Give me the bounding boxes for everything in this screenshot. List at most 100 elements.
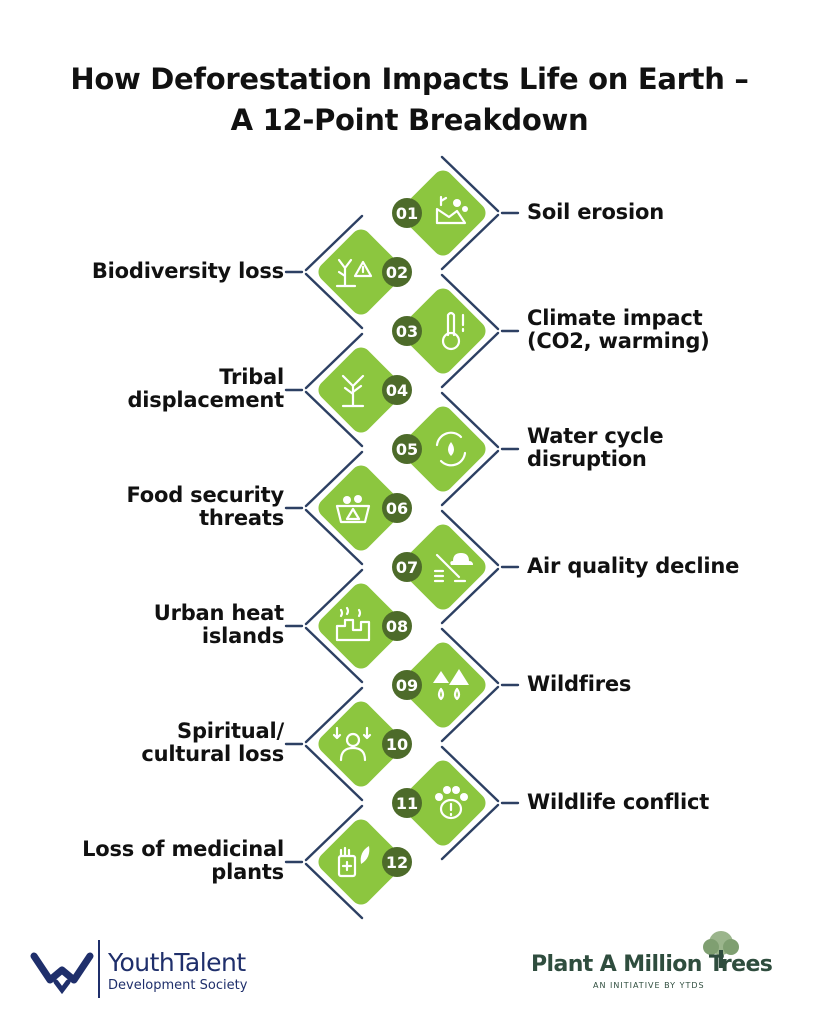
item-label-01: Soil erosion [527,199,664,224]
diamond-tile-07: 07 [392,524,486,610]
diamond-outline-bracket [304,686,364,802]
diamond-tile-01: 01 [392,170,486,256]
soil-erosion-icon [435,195,468,225]
number-label: 11 [396,794,418,813]
number-badge: 04 [382,375,412,405]
diamond-tile-10: 10 [318,701,412,787]
youthtalent-name: YouthTalent [108,948,246,977]
diamond-outline-bracket [304,804,364,920]
number-badge: 07 [392,552,422,582]
youthtalent-logo-mark [30,952,94,995]
forest-fire-icon [433,669,469,701]
youthtalent-logo: YouthTalent Development Society [30,940,290,1000]
page-title-line-2: A 12-Point Breakdown [230,103,589,137]
diamond-outline-bracket [304,450,364,566]
item-label-line: plants [211,860,284,884]
diamond-outline-bracket [304,214,364,330]
item-label-10: Spiritual/cultural loss [141,720,284,766]
item-label-line: Climate impact [527,306,703,330]
number-label: 07 [396,558,418,577]
paw-warning-icon [435,786,468,820]
city-heat-icon [335,606,371,642]
number-label: 10 [386,735,408,754]
logo-divider [98,940,100,998]
item-label-line: disruption [527,447,647,471]
diamond-tile-06: 06 [318,465,412,551]
diamond-outline-bracket [440,745,500,861]
plant-a-million-trees-logo: Plant A Million Trees AN INITIATIVE BY Y… [525,930,785,1000]
number-label: 02 [386,263,408,282]
item-label-line: displacement [127,388,284,412]
number-badge: 12 [382,847,412,877]
plant-a-million-trees-subtitle: AN INITIATIVE BY YTDS [593,981,705,990]
thermometer-globe-icon [441,311,465,351]
number-label: 06 [386,499,408,518]
item-label-09: Wildfires [527,671,632,696]
water-cycle-icon [435,431,467,467]
page-title-line-1: How Deforestation Impacts Life on Earth … [70,62,749,96]
number-label: 05 [396,440,418,459]
item-label-line: Food security [126,483,284,507]
number-label: 09 [396,676,418,695]
diamond-tile-02: 02 [318,229,412,315]
diamond-outline-bracket [440,509,500,625]
person-cultural-loss-icon [332,726,372,762]
youthtalent-subtitle: Development Society [108,978,248,993]
item-label-line: Wildlife conflict [527,789,710,814]
item-label-line: threats [199,506,284,530]
bare-tree-icon [341,374,365,408]
item-label-11: Wildlife conflict [527,789,710,814]
tree-logo-icon [703,931,739,968]
number-label: 04 [386,381,408,400]
item-label-line: Water cycle [527,424,664,448]
diamond-tile-04: 04 [318,347,412,433]
number-badge: 05 [392,434,422,464]
number-badge: 02 [382,257,412,287]
number-label: 08 [386,617,408,636]
item-label-line: Urban heat [153,601,284,625]
item-label-02: Biodiversity loss [91,258,284,283]
number-label: 12 [386,853,408,872]
diamond-tile-09: 09 [392,642,486,728]
number-badge: 08 [382,611,412,641]
diamond-outline-bracket [304,332,364,448]
item-label-line: Air quality decline [527,553,740,578]
diamond-tile-11: 11 [392,760,486,846]
diamond-outline-bracket [440,627,500,743]
item-label-07: Air quality decline [527,553,740,578]
item-label-line: islands [201,624,284,648]
diamond-tile-12: 12 [318,819,412,905]
number-badge: 03 [392,316,422,346]
item-label-line: Tribal [219,365,284,389]
item-label-line: Wildfires [527,671,632,696]
food-basket-warning-icon [335,495,371,524]
diamond-tile-05: 05 [392,406,486,492]
diamond-tile-08: 08 [318,583,412,669]
diamond-outline-bracket [440,273,500,389]
number-label: 03 [396,322,418,341]
number-badge: 09 [392,670,422,700]
item-label-line: cultural loss [141,742,284,766]
item-label-line: (CO2, warming) [527,329,710,353]
number-badge: 10 [382,729,412,759]
diamond-outline-bracket [440,155,500,271]
air-pollution-icon [433,553,473,583]
item-label-03: Climate impact(CO2, warming) [527,307,710,353]
number-badge: 01 [392,198,422,228]
dead-plant-warning-icon [335,258,373,288]
medicine-bottle-icon [337,846,370,878]
diamond-outline-bracket [304,568,364,684]
item-label-line: Biodiversity loss [91,258,284,283]
item-label-line: Soil erosion [527,199,664,224]
number-badge: 11 [392,788,422,818]
plant-a-million-trees-name: Plant A Million Trees [531,952,773,977]
diamond-outline-bracket [440,391,500,507]
number-badge: 06 [382,493,412,523]
diamond-tile-03: 03 [392,288,486,374]
